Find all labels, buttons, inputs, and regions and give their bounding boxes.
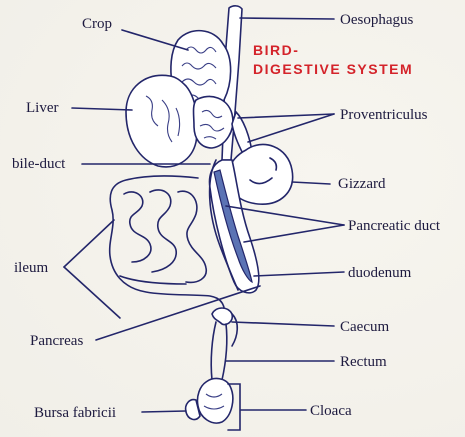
title-line-1: BIRD- xyxy=(253,42,299,58)
liver-lobe-2 xyxy=(192,95,234,149)
leader-gizzard xyxy=(291,181,331,185)
leader-caecum xyxy=(231,321,335,327)
label-crop: Crop xyxy=(82,16,112,32)
ileum-coil-2 xyxy=(149,189,177,273)
label-cloaca: Cloaca xyxy=(310,403,352,419)
leader-ileum-1 xyxy=(63,219,115,268)
label-duodenum: duodenum xyxy=(348,265,412,281)
leader-pancreatic-duct-2 xyxy=(243,224,345,243)
leader-pancreas xyxy=(95,285,261,341)
cloaca-texture xyxy=(203,393,225,410)
label-caecum: Caecum xyxy=(340,319,389,335)
leader-bursa xyxy=(141,410,187,413)
label-pancreatic-duct: Pancreatic duct xyxy=(348,218,441,234)
duodenum-inner-line xyxy=(208,159,239,291)
ileum-coil-3 xyxy=(177,190,208,284)
label-pancreas: Pancreas xyxy=(30,333,83,349)
label-proventriculus: Proventriculus xyxy=(340,107,428,123)
liver-texture xyxy=(145,95,181,143)
cloaca-shape xyxy=(196,377,234,424)
label-ileum: ileum xyxy=(14,260,48,276)
crop-texture xyxy=(181,46,217,102)
label-bursa-fabricii: Bursa fabricii xyxy=(34,405,116,421)
leader-duodenum xyxy=(253,271,345,277)
leader-oesophagus xyxy=(239,17,335,20)
bursa-shape xyxy=(184,398,201,421)
leader-proventriculus-2 xyxy=(247,113,335,143)
rectum-tube xyxy=(210,321,228,381)
caecum-shape xyxy=(211,307,234,326)
label-oesophagus: Oesophagus xyxy=(340,12,413,28)
ileum-coil-1 xyxy=(123,191,152,263)
ileum-outer xyxy=(108,175,226,319)
leader-liver xyxy=(71,107,133,111)
label-bile-duct: bile-duct xyxy=(12,156,66,172)
label-rectum: Rectum xyxy=(340,354,387,370)
leader-ileum-2 xyxy=(63,266,121,319)
label-liver: Liver xyxy=(26,100,58,116)
gizzard-detail xyxy=(249,157,278,185)
liver-lobe-2-texture xyxy=(199,109,225,140)
leader-crop xyxy=(121,29,189,51)
leader-proventriculus-1 xyxy=(237,113,335,119)
pancreas-shape xyxy=(213,169,253,284)
label-gizzard: Gizzard xyxy=(338,176,386,192)
ileum-coil-4 xyxy=(119,275,187,285)
leader-cloaca-bracket xyxy=(227,383,307,431)
leader-pancreatic-duct-1 xyxy=(225,205,345,226)
caecum-branch xyxy=(231,313,239,347)
title-line-2: DIGESTIVE SYSTEM xyxy=(253,61,413,77)
liver-shape xyxy=(125,74,199,168)
